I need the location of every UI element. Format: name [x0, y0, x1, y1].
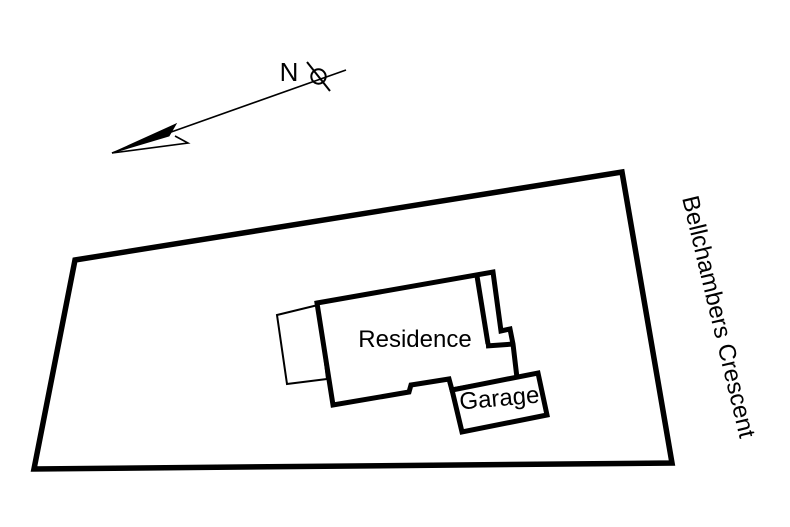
- property-boundary: [30, 168, 676, 472]
- street-label: Bellchambers Crescent: [676, 193, 760, 441]
- residence-interior-wall-vertical: [474, 275, 491, 345]
- north-label: N: [280, 57, 299, 87]
- north-arrow-head-filled: [111, 122, 178, 154]
- north-arrow: [111, 61, 347, 154]
- compass-circle: [310, 68, 327, 85]
- residence-interior-wall-horizontal: [485, 341, 515, 349]
- north-arrow-head-open: [111, 135, 191, 154]
- garage-outline: [448, 370, 550, 435]
- compass-tick: [306, 61, 331, 92]
- residence-label: Residence: [358, 326, 471, 353]
